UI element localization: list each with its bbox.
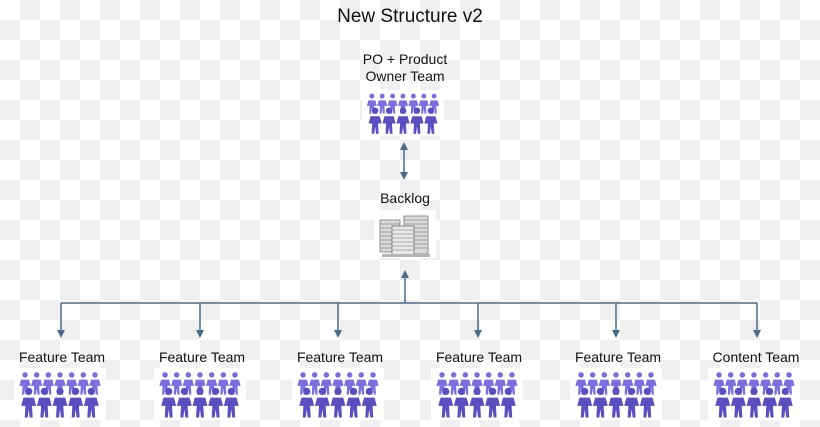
team-label: Content Team xyxy=(712,349,800,365)
person-figures xyxy=(575,372,657,418)
backlog-label: Backlog xyxy=(380,190,430,206)
team-label: Feature Team xyxy=(435,349,523,365)
person-figures xyxy=(297,372,379,418)
po-team-label-line1: PO + Product xyxy=(362,51,448,67)
person-figures xyxy=(19,372,101,418)
team-node xyxy=(14,368,106,420)
team-label: Feature Team xyxy=(158,349,246,365)
people-group-icon xyxy=(436,372,518,418)
team-label: Feature Team xyxy=(574,349,662,365)
people-group-icon xyxy=(19,372,101,418)
people-group-icon xyxy=(713,372,795,418)
po-team-node xyxy=(362,90,444,136)
person-figures xyxy=(713,372,795,418)
people-group-icon xyxy=(575,372,657,418)
backlog-node xyxy=(374,210,436,258)
diagram-title: New Structure v2 xyxy=(337,6,483,27)
po-team-label: PO + Product Owner Team xyxy=(310,51,500,85)
team-label: Feature Team xyxy=(18,349,106,365)
team-node xyxy=(154,368,246,420)
people-group-icon xyxy=(366,93,440,134)
po-team-label-line2: Owner Team xyxy=(365,68,445,84)
person-figures xyxy=(366,93,440,134)
people-group-icon xyxy=(159,372,241,418)
people-group-icon xyxy=(297,372,379,418)
team-node xyxy=(292,368,384,420)
team-node xyxy=(708,368,800,420)
team-node xyxy=(570,368,662,420)
paper-stack-icon xyxy=(379,215,430,257)
person-figures xyxy=(436,372,518,418)
team-label: Feature Team xyxy=(296,349,384,365)
person-figures xyxy=(159,372,241,418)
team-node xyxy=(431,368,523,420)
